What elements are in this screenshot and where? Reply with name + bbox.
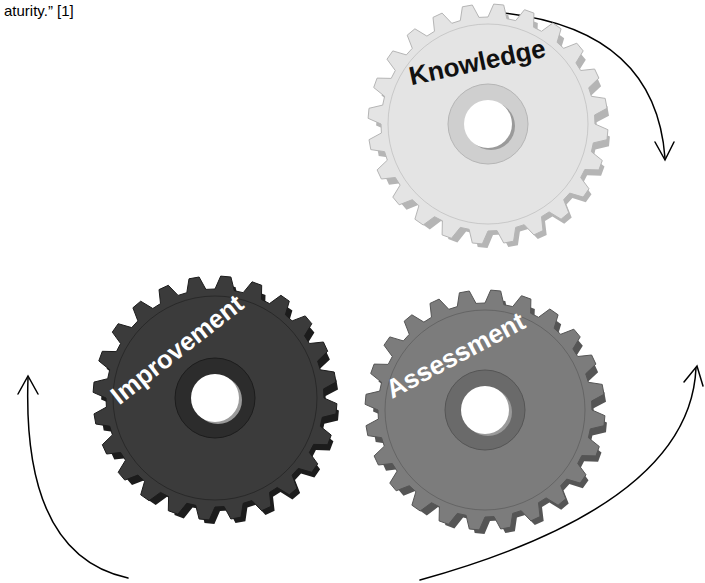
gear-body bbox=[365, 290, 605, 530]
gear-hub bbox=[445, 370, 525, 450]
note-text: aturity.” [1] bbox=[4, 2, 74, 19]
gear-shape bbox=[362, 0, 614, 250]
arrow-head bbox=[655, 142, 674, 160]
gear-body bbox=[368, 4, 608, 244]
gear-hole bbox=[464, 100, 512, 148]
gear-rim bbox=[388, 24, 588, 224]
gear-hub bbox=[175, 358, 255, 438]
gear-body bbox=[93, 276, 337, 520]
gear: Knowledge bbox=[362, 0, 614, 250]
arrow-head bbox=[684, 366, 703, 386]
gear-hub bbox=[448, 84, 528, 164]
gear-hole bbox=[191, 374, 239, 422]
gear: Improvement bbox=[87, 270, 343, 526]
arrow-head bbox=[18, 376, 38, 394]
gear: Assessment bbox=[359, 284, 611, 536]
gear-hole bbox=[461, 386, 509, 434]
